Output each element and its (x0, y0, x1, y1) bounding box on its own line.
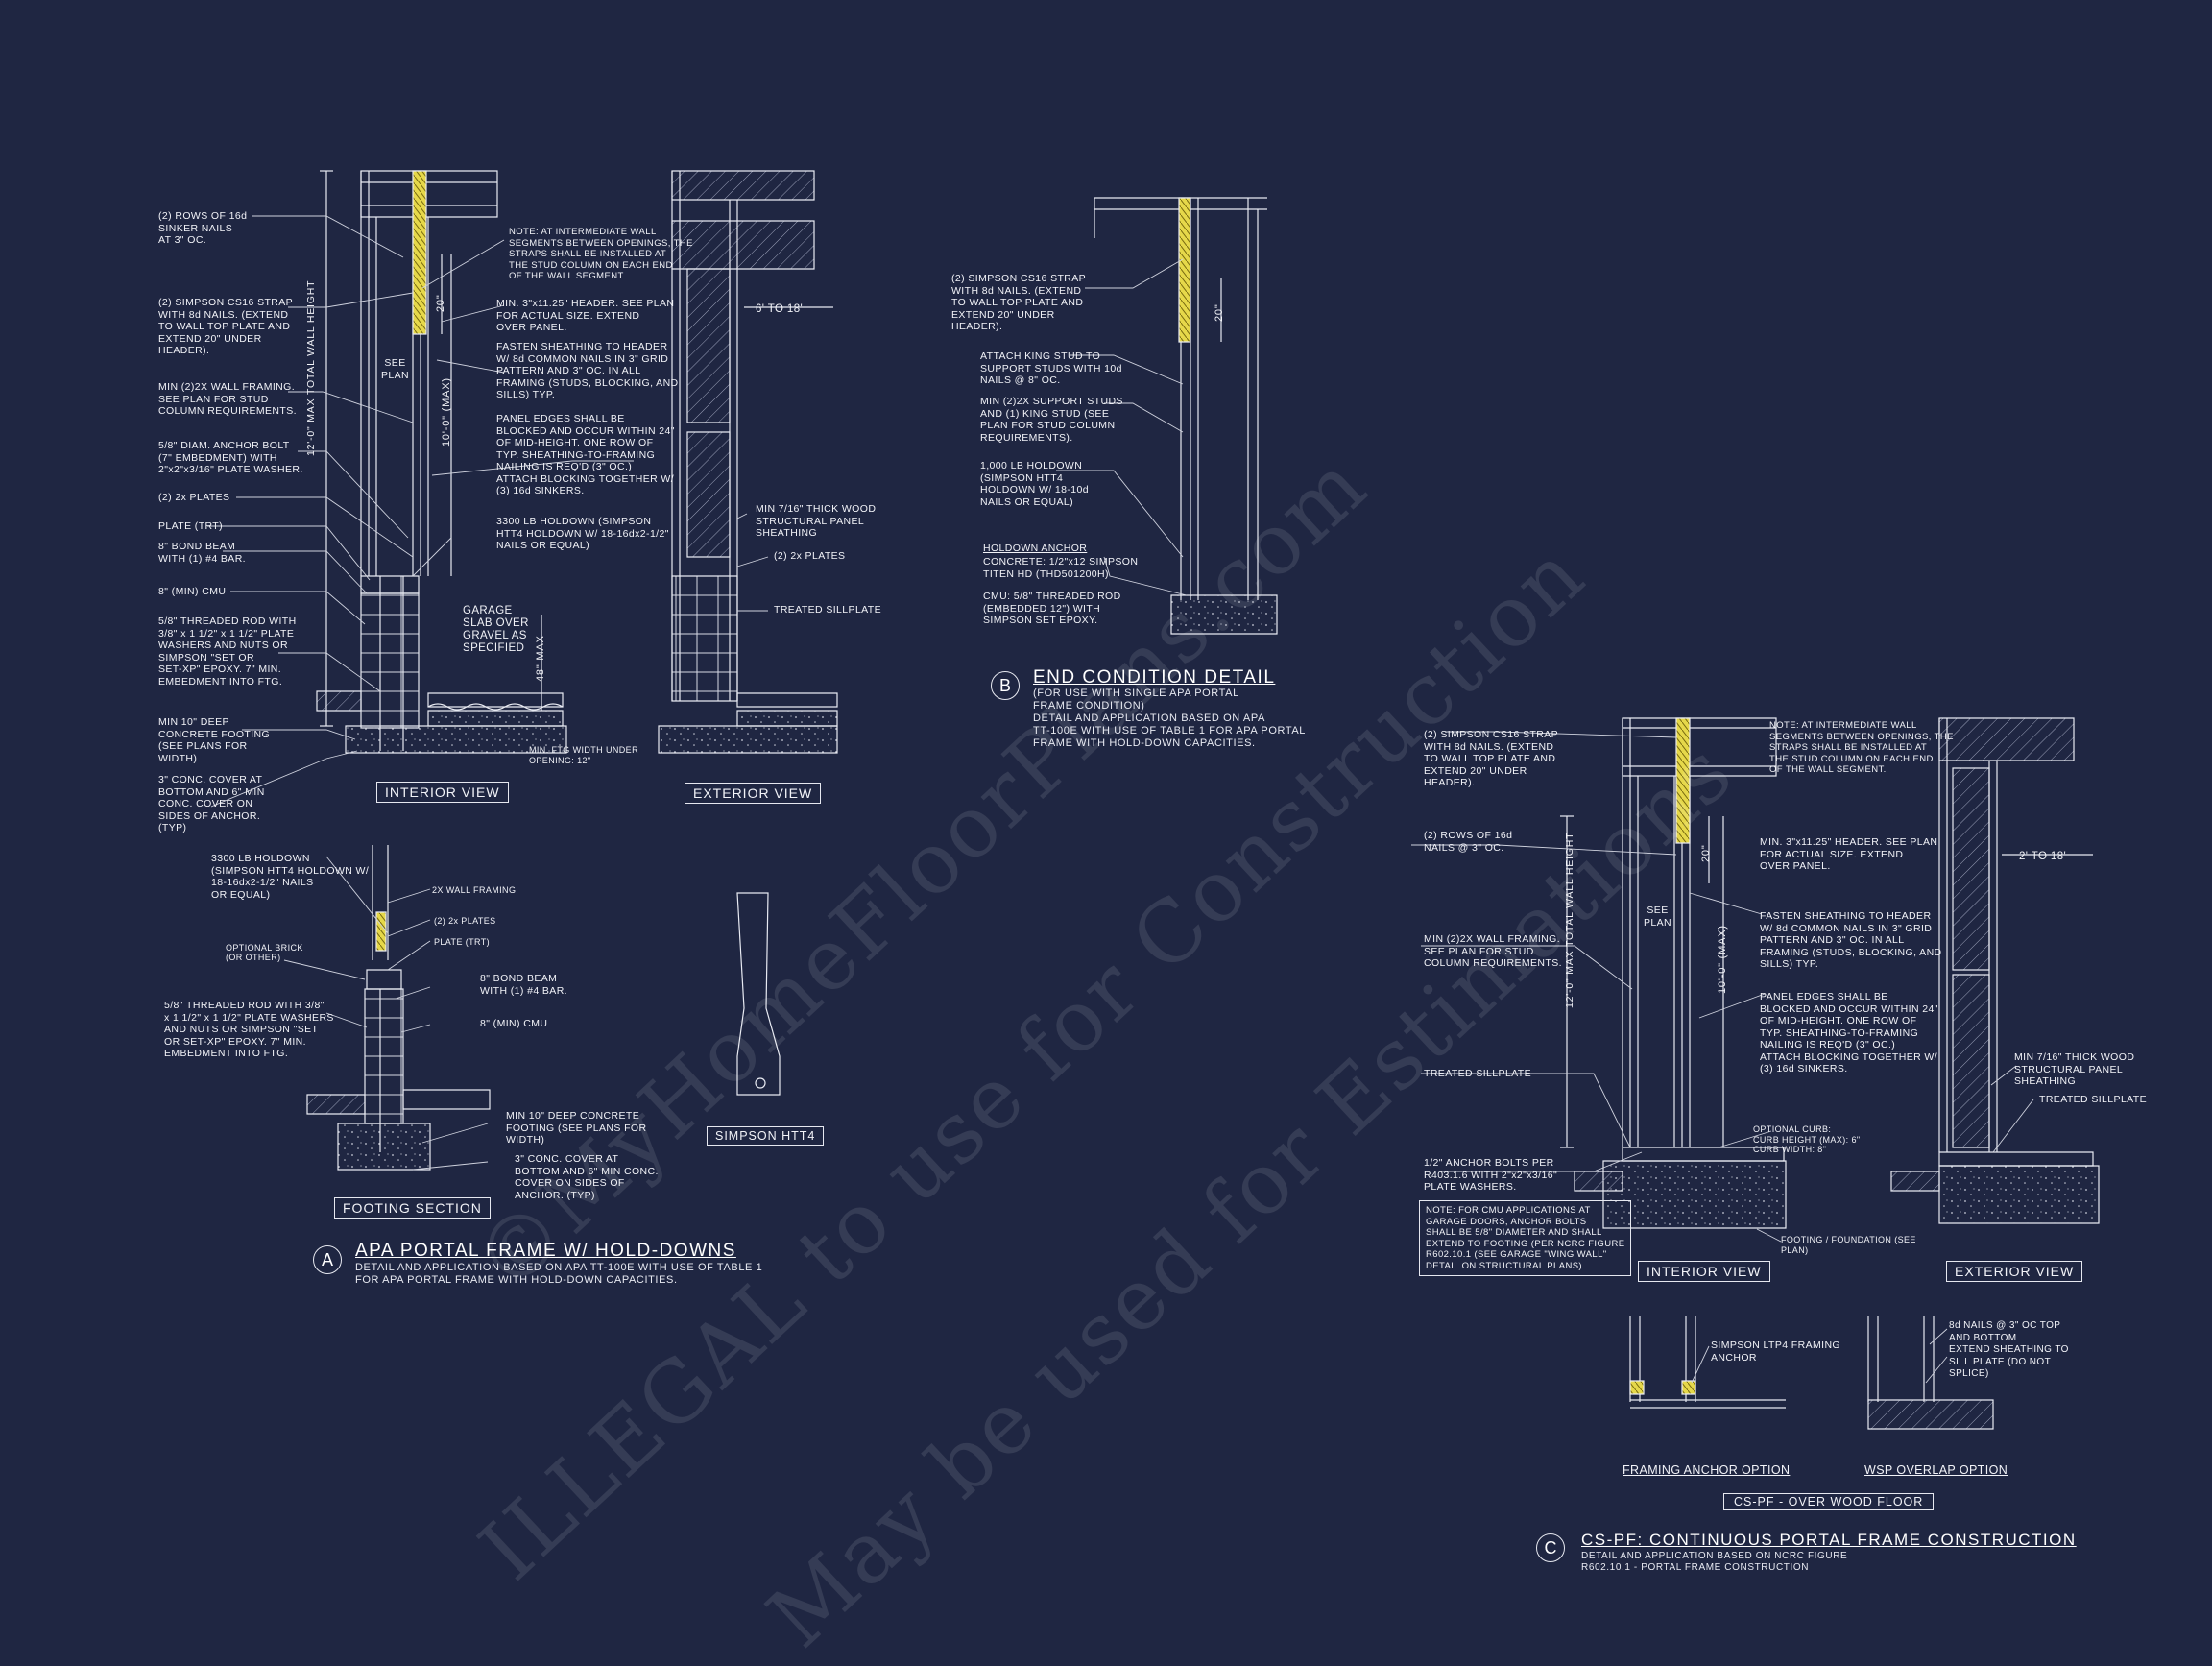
a-ftg-cmu: 8" (MIN) CMU (480, 1018, 548, 1029)
a-ext-plates: (2) 2x PLATES (774, 550, 846, 562)
a-ftg-bond-beam: 8" BOND BEAM WITH (1) #4 BAR. (480, 973, 567, 997)
a-ext-sillplate: TREATED SILLPLATE (774, 604, 882, 616)
c-note-curb: OPTIONAL CURB: CURB HEIGHT (MAX): 6" CUR… (1753, 1124, 1861, 1154)
c-note-footing: FOOTING / FOUNDATION (SEE PLAN) (1781, 1235, 1916, 1255)
b-note-support-studs: MIN (2)2X SUPPORT STUDS AND (1) KING STU… (980, 396, 1123, 444)
c-interior-view-label: INTERIOR VIEW (1638, 1261, 1770, 1282)
a-note-intermediate: NOTE: AT INTERMEDIATE WALL SEGMENTS BETW… (509, 227, 693, 281)
c-detail-title: CS-PF: CONTINUOUS PORTAL FRAME CONSTRUCT… (1581, 1531, 2077, 1549)
a-dim-total-height: 12'-0" MAX TOTAL WALL HEIGHT (305, 279, 317, 456)
b-note-cmu: CMU: 5/8" THREADED ROD (EMBEDDED 12") WI… (983, 591, 1121, 626)
a-ftg-wall-framing: 2X WALL FRAMING (432, 885, 517, 895)
a-note-conc-cover: 3" CONC. COVER AT BOTTOM AND 6" MIN CONC… (158, 774, 265, 833)
b-detail-subtitle: (FOR USE WITH SINGLE APA PORTAL FRAME CO… (1033, 688, 1306, 749)
c-note-intermediate: NOTE: AT INTERMEDIATE WALL SEGMENTS BETW… (1769, 720, 1954, 775)
c-note-wall-framing: MIN (2)2X WALL FRAMING. SEE PLAN FOR STU… (1424, 933, 1562, 969)
b-note-holdown: 1,000 LB HOLDOWN (SIMPSON HTT4 HOLDOWN W… (980, 460, 1089, 508)
a-detail-tag: A (313, 1245, 342, 1274)
b-note-king-stud: ATTACH KING STUD TO SUPPORT STUDS WITH 1… (980, 350, 1122, 386)
b-dim-20: 20" (1214, 303, 1225, 322)
b-note-cs16-strap: (2) SIMPSON CS16 STRAP WITH 8d NAILS. (E… (951, 273, 1087, 332)
a-note-header: MIN. 3"x11.25" HEADER. SEE PLAN FOR ACTU… (496, 298, 675, 333)
a-htt4-label: SIMPSON HTT4 (707, 1126, 825, 1146)
c-dim-10ft: 10'-0" (MAX) (1717, 925, 1728, 994)
a-ftg-cover: 3" CONC. COVER AT BOTTOM AND 6" MIN CONC… (515, 1153, 659, 1201)
c-ext-sillplate: TREATED SILLPLATE (2039, 1094, 2148, 1105)
c-ext-dim: 2' TO 18' (2019, 851, 2067, 862)
a-note-cmu: 8" (MIN) CMU (158, 586, 227, 597)
c-detail-subtitle: DETAIL AND APPLICATION BASED ON NCRC FIG… (1581, 1551, 1848, 1573)
c-note-fasten-sheathing: FASTEN SHEATHING TO HEADER W/ 8d COMMON … (1760, 910, 1942, 970)
a-dim-48max: 48" MAX (535, 635, 546, 682)
c-note-header: MIN. 3"x11.25" HEADER. SEE PLAN FOR ACTU… (1760, 836, 1938, 872)
a-note-wall-framing: MIN (2)2X WALL FRAMING. SEE PLAN FOR STU… (158, 381, 297, 417)
c-over-wood-floor-label: CS-PF - OVER WOOD FLOOR (1723, 1493, 1935, 1510)
a-note-plate-trt: PLATE (TRT) (158, 520, 224, 532)
a-ftg-plate-trt: PLATE (TRT) (434, 937, 491, 947)
a-note-holdown: 3300 LB HOLDOWN (SIMPSON HTT4 HOLDOWN W/… (496, 516, 669, 551)
a-detail-title: APA PORTAL FRAME W/ HOLD-DOWNS (355, 1241, 736, 1261)
a-note-min-ftg: MIN. FTG WIDTH UNDER OPENING: 12" (529, 745, 638, 765)
b-detail-tag: B (991, 671, 1020, 700)
a-dim-10ft: 10'-0" (MAX) (441, 377, 452, 447)
c-dim-see-plan: SEE PLAN (1644, 905, 1672, 929)
c-detail-tag: C (1536, 1533, 1565, 1562)
a-ftg-brick: OPTIONAL BRICK (OR OTHER) (226, 943, 303, 962)
a-note-panel-edges: PANEL EDGES SHALL BE BLOCKED AND OCCUR W… (496, 413, 675, 496)
c-dim-total-height: 12'-0" MAX TOTAL WALL HEIGHT (1564, 832, 1575, 1008)
a-note-bond-beam: 8" BOND BEAM WITH (1) #4 BAR. (158, 541, 246, 565)
a-note-2x-plates: (2) 2x PLATES (158, 492, 230, 503)
a-ext-dim: 6' TO 18' (756, 303, 804, 315)
c-note-sillplate: TREATED SILLPLATE (1424, 1068, 1532, 1079)
c-note-8d-nails: 8d NAILS @ 3" OC TOP AND BOTTOM (1949, 1320, 2061, 1343)
a-exterior-view-label: EXTERIOR VIEW (685, 783, 822, 804)
a-ftg-threaded-rod: 5/8" THREADED ROD WITH 3/8" x 1 1/2" x 1… (164, 1000, 334, 1059)
a-ftg-holdown: 3300 LB HOLDOWN (SIMPSON HTT4 HOLDOWN W/… (211, 853, 370, 901)
b-detail-title: END CONDITION DETAIL (1033, 667, 1276, 688)
a-ftg-footing: MIN 10" DEEP CONCRETE FOOTING (SEE PLANS… (506, 1110, 647, 1146)
a-note-cs16-strap: (2) SIMPSON CS16 STRAP WITH 8d NAILS. (E… (158, 297, 294, 356)
c-note-extend-sheathing: EXTEND SHEATHING TO SILL PLATE (DO NOT S… (1949, 1344, 2069, 1379)
a-detail-subtitle: DETAIL AND APPLICATION BASED ON APA TT-1… (355, 1262, 763, 1286)
a-dim-20: 20" (435, 294, 446, 312)
a-note-threaded-rod: 5/8" THREADED ROD WITH 3/8" x 1 1/2" x 1… (158, 616, 297, 688)
c-exterior-view-label: EXTERIOR VIEW (1946, 1261, 2083, 1282)
c-wsp-label: WSP OVERLAP OPTION (1864, 1463, 2008, 1477)
c-note-16d-nails: (2) ROWS OF 16d NAILS @ 3" OC. (1424, 830, 1513, 854)
c-note-panel-edges: PANEL EDGES SHALL BE BLOCKED AND OCCUR W… (1760, 991, 1938, 1074)
a-note-fasten-sheathing: FASTEN SHEATHING TO HEADER W/ 8d COMMON … (496, 341, 679, 400)
c-dim-20: 20" (1700, 844, 1712, 862)
a-ftg-plates: (2) 2x PLATES (434, 916, 496, 926)
a-dim-see-plan: SEE PLAN (381, 357, 410, 381)
c-note-ltp4: SIMPSON LTP4 FRAMING ANCHOR (1711, 1340, 1840, 1364)
b-note-holdown-anchor: HOLDOWN ANCHOR (983, 543, 1088, 554)
c-note-cs16-strap: (2) SIMPSON CS16 STRAP WITH 8d NAILS. (E… (1424, 729, 1559, 788)
c-note-anchor-bolts: 1/2" ANCHOR BOLTS PER R403.1.6 WITH 2"x2… (1424, 1157, 1558, 1193)
a-note-garage-slab: GARAGE SLAB OVER GRAVEL AS SPECIFIED (463, 605, 529, 654)
a-note-sinker-nails: (2) ROWS OF 16d SINKER NAILS AT 3" OC. (158, 210, 248, 246)
c-cmu-note: NOTE: FOR CMU APPLICATIONS AT GARAGE DOO… (1419, 1200, 1632, 1276)
a-interior-view-label: INTERIOR VIEW (376, 782, 509, 803)
c-framing-anchor-label: FRAMING ANCHOR OPTION (1623, 1463, 1791, 1477)
a-ext-sheathing: MIN 7/16" THICK WOOD STRUCTURAL PANEL SH… (756, 503, 877, 539)
c-ext-sheathing: MIN 7/16" THICK WOOD STRUCTURAL PANEL SH… (2014, 1051, 2135, 1087)
a-note-anchor-bolt: 5/8" DIAM. ANCHOR BOLT (7" EMBEDMENT) WI… (158, 440, 303, 475)
a-note-footing: MIN 10" DEEP CONCRETE FOOTING (SEE PLANS… (158, 716, 271, 764)
b-note-concrete: CONCRETE: 1/2"x12 SIMPSON TITEN HD (THD5… (983, 556, 1139, 580)
a-footing-section-label: FOOTING SECTION (334, 1197, 491, 1219)
